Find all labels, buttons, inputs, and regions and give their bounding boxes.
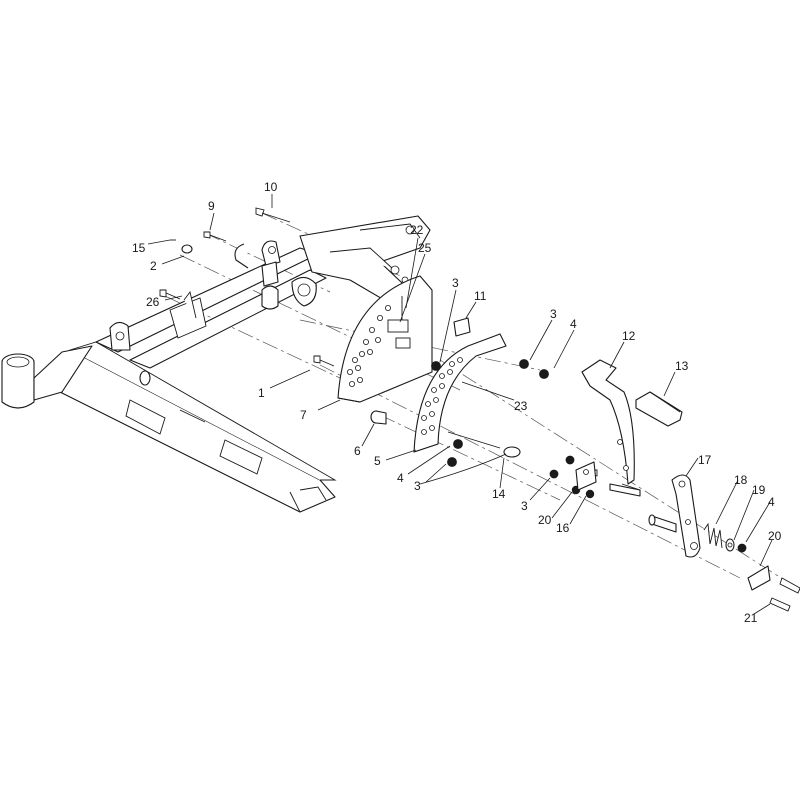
callout-3-upper: 3 (452, 276, 459, 290)
callout-4-middle: 4 (397, 471, 404, 485)
callout-4-right: 4 (570, 317, 577, 331)
callout-10: 10 (264, 180, 278, 194)
callout-3-right: 3 (550, 307, 557, 321)
pedal-pad (635, 391, 683, 427)
callout-25: 25 (418, 241, 432, 255)
callout-15: 15 (132, 241, 146, 255)
hardware (159, 207, 800, 612)
linkage-arm (648, 474, 701, 558)
callout-20-right: 20 (768, 529, 782, 543)
main-frame (1, 247, 337, 513)
leader-lines (147, 194, 773, 615)
callout-22: 22 (410, 223, 424, 237)
callout-6: 6 (354, 444, 361, 458)
callout-17: 17 (698, 453, 712, 467)
callout-14: 14 (492, 487, 506, 501)
callout-3-bottom: 3 (521, 499, 528, 513)
callout-18: 18 (734, 473, 748, 487)
quadrant-plate (413, 333, 507, 453)
callout-9: 9 (208, 199, 215, 213)
pedal-mount-plate (337, 275, 433, 403)
callout-16: 16 (556, 521, 570, 535)
mount-plate-holes (346, 304, 391, 387)
callout-labels: 10 9 15 2 26 22 25 3 11 3 4 12 13 1 7 23… (132, 180, 782, 625)
callout-26: 26 (146, 295, 160, 309)
callout-21: 21 (744, 611, 758, 625)
callout-23: 23 (514, 399, 528, 413)
callout-7: 7 (300, 408, 307, 422)
pedal-arm (581, 359, 641, 497)
callout-3-lower: 3 (414, 479, 421, 493)
spring (703, 522, 747, 553)
quadrant-plate-holes (421, 357, 463, 435)
callout-20-left: 20 (538, 513, 552, 527)
callout-11: 11 (474, 289, 487, 303)
callout-19: 19 (752, 483, 766, 497)
callout-1: 1 (258, 386, 265, 400)
callout-13: 13 (675, 359, 689, 373)
callout-2: 2 (150, 259, 157, 273)
callout-4-far-right: 4 (768, 495, 775, 509)
callout-12: 12 (622, 329, 636, 343)
callout-5: 5 (374, 454, 381, 468)
